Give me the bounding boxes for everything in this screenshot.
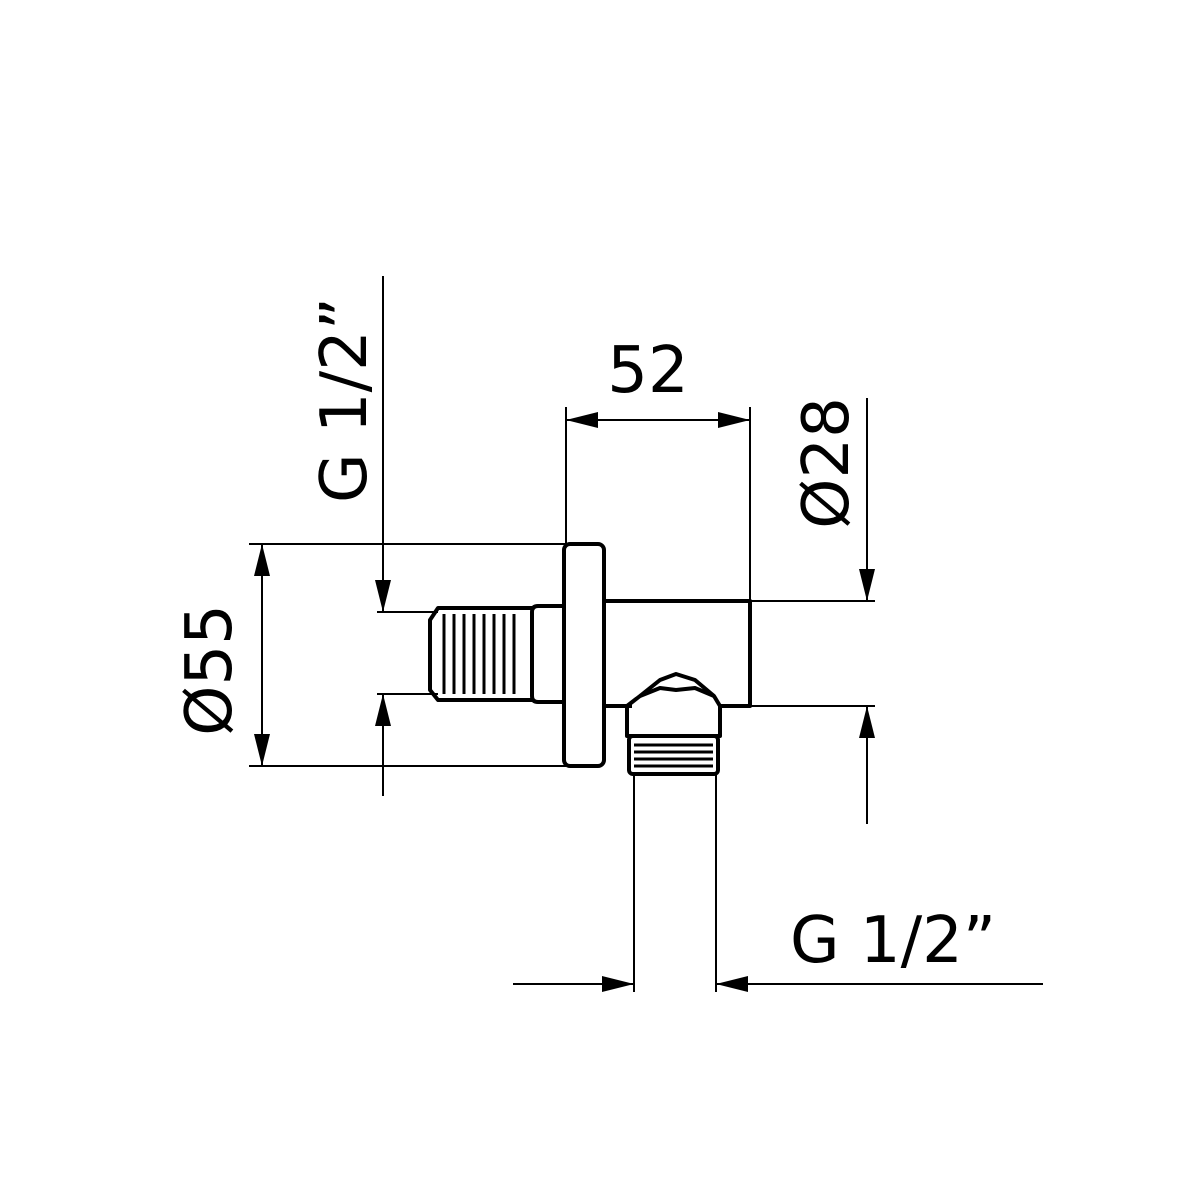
inlet-shoulder xyxy=(530,604,564,704)
outlet-thread-label: G 1/2” xyxy=(790,904,996,978)
inlet-thread-lines xyxy=(442,614,516,694)
dimension-arrows xyxy=(254,412,875,992)
part-outline xyxy=(428,542,752,776)
depth-arrow-left xyxy=(566,412,598,428)
inlet-thread-label: G 1/2” xyxy=(308,297,382,503)
wall-flange xyxy=(562,542,606,768)
inlet-thread-arrow-bottom xyxy=(375,694,391,726)
inlet-thread-arrow-top xyxy=(375,580,391,612)
dimension-lines xyxy=(249,276,1043,992)
outlet-thread-arrow-left xyxy=(602,976,634,992)
outlet-thread-lines xyxy=(634,743,713,768)
outlet-thread-arrow-right xyxy=(716,976,748,992)
outlet-thread xyxy=(627,734,720,776)
hex-nut xyxy=(625,672,722,738)
flange-diameter-arrow-bottom xyxy=(254,734,270,766)
inlet-spigot xyxy=(428,606,532,702)
main-body xyxy=(604,599,752,708)
depth-label: 52 xyxy=(607,334,688,408)
outlet-diameter-arrow-top xyxy=(859,569,875,601)
outlet-diameter-label: Ø28 xyxy=(790,397,864,529)
outlet-diameter-arrow-bottom xyxy=(859,706,875,738)
flange-diameter-label: Ø55 xyxy=(173,604,247,736)
hex-nut-ridge xyxy=(639,686,715,698)
depth-arrow-right xyxy=(718,412,750,428)
flange-diameter-arrow-top xyxy=(254,544,270,576)
dimension-labels: 52 Ø28 Ø55 G 1/2” G 1/2” xyxy=(173,297,996,978)
